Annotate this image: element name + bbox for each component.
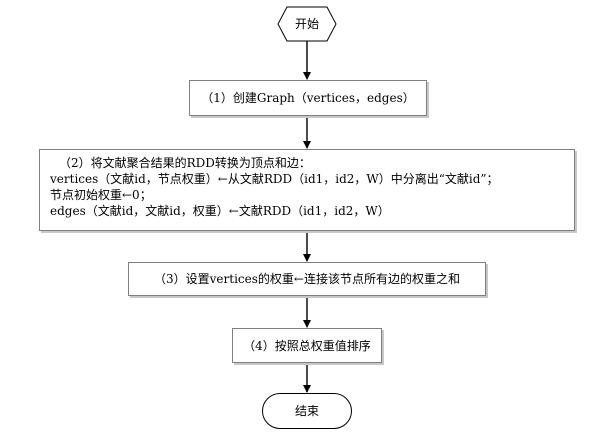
step3-box: （3）设置vertices的权重←连接该节点所有边的权重之和 <box>128 262 486 296</box>
start-label: 开始 <box>294 17 319 31</box>
start-node: 开始 <box>269 7 345 41</box>
step3-label: （3）设置vertices的权重←连接该节点所有边的权重之和 <box>154 272 460 286</box>
start-node-shape <box>277 6 337 42</box>
step2-box: （2）将文献聚合结果的RDD转换为顶点和边： vertices（文献id，节点权… <box>39 149 575 231</box>
step2-line1: vertices（文献id，节点权重）←从文献RDD（id1，id2，W）中分离… <box>50 172 499 186</box>
end-label: 结束 <box>294 404 319 418</box>
step2-title: （2）将文献聚合结果的RDD转换为顶点和边： <box>59 156 311 170</box>
step4-box: （4）按照总权重值排序 <box>232 328 382 363</box>
step2-line2: 节点初始权重←0； <box>50 188 152 202</box>
step2-line3: edges（文献id，文献id，权重）←文献RDD（id1，id2，W） <box>50 204 390 218</box>
step1-label: （1）创建Graph（vertices，edges） <box>201 91 415 105</box>
step1-box: （1）创建Graph（vertices，edges） <box>189 80 427 116</box>
end-node: 结束 <box>262 393 352 429</box>
step4-label: （4）按照总权重值排序 <box>243 338 371 353</box>
